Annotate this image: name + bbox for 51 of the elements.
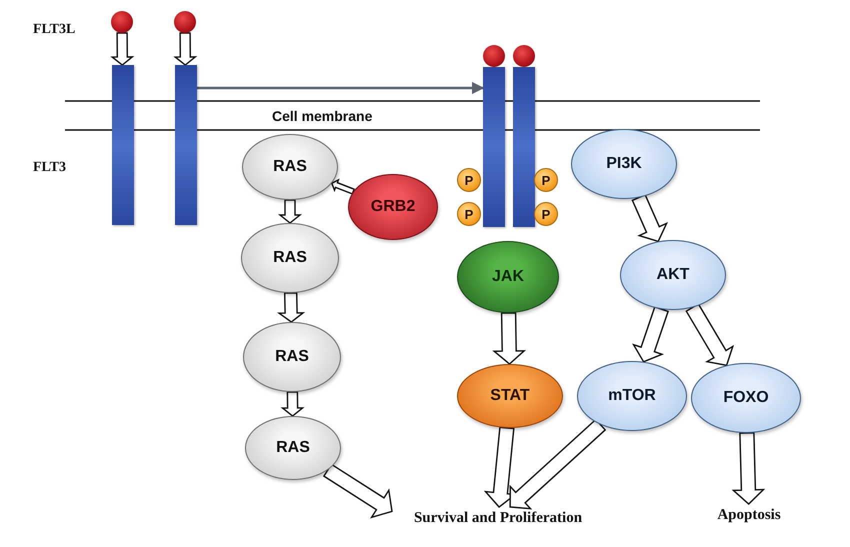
receptor-bar [175,65,197,225]
phosphate-label: P [464,172,474,188]
protein-label: AKT [656,266,690,284]
block-arrow [632,306,669,363]
block-arrow [509,418,606,510]
phosphate-circle [457,168,481,192]
ligand-circle [174,11,196,33]
block-arrow [685,303,734,366]
protein-label: GRB2 [370,198,416,216]
block-arrow [330,178,355,195]
protein-label: FOXO [723,389,769,407]
receptor-bar [112,65,134,225]
phosphate-label: P [542,206,550,222]
receptor-bar [483,67,505,227]
diagram-label: FLT3 [33,160,66,176]
block-arrow [322,463,393,518]
phosphate-label: P [464,206,474,222]
protein-label: PI3K [606,155,642,173]
protein-label: mTOR [608,387,656,405]
protein-label: RAS [273,249,307,267]
protein-label: RAS [276,439,310,457]
outcome-label: Apoptosis [703,504,795,526]
protein-ellipse [348,174,438,240]
block-arrow [276,292,306,323]
block-arrow [732,432,766,505]
protein-label: JAK [492,268,524,286]
block-arrow [278,199,302,224]
block-arrow [280,391,305,417]
block-arrow [484,426,518,508]
protein-ellipse [620,240,726,310]
diagram-label: Cell membrane [272,108,372,124]
phosphate-circle [457,202,481,226]
phosphate-circle [534,202,558,226]
ligand-circle [111,11,133,33]
protein-ellipse [242,134,338,200]
block-arrow [173,32,198,66]
protein-label: RAS [273,158,307,176]
receptor-bar [513,67,535,227]
ligand-circle [483,45,505,67]
outcome-label: Survival and Proliferation [392,507,604,529]
protein-ellipse [571,129,677,199]
block-arrow [110,32,134,66]
block-arrow [492,312,526,365]
phosphate-label: P [542,172,550,188]
phosphate-circle [534,168,558,192]
diagram-label: FLT3L [33,22,76,38]
ligand-circle [513,45,535,67]
protein-label: RAS [275,348,309,366]
arrow [197,82,484,94]
block-arrow [631,194,668,242]
protein-label: STAT [490,387,530,405]
